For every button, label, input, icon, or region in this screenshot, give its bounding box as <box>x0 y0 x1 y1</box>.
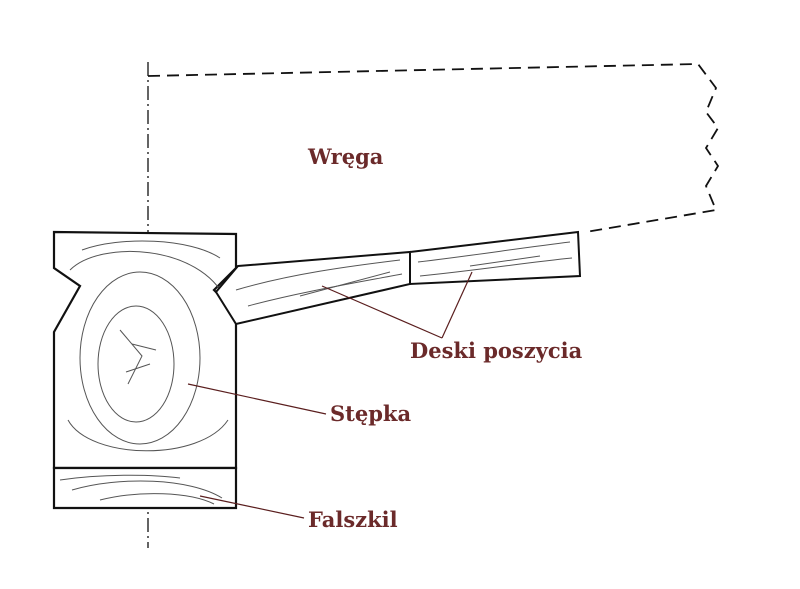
leader-planks-inner <box>321 285 443 339</box>
plank-inner-grain <box>235 259 403 307</box>
keel-wood-grain <box>67 240 229 452</box>
leader-planks-outer <box>441 271 473 339</box>
label-frame: Wręga <box>308 144 384 169</box>
plank-inner <box>214 250 411 326</box>
leader-false-keel <box>199 495 305 519</box>
leader-lines <box>187 271 473 519</box>
false-keel <box>52 466 238 510</box>
label-false-keel: Falszkil <box>308 507 398 532</box>
plank-outer <box>409 230 582 286</box>
plank-outer-grain <box>417 241 573 277</box>
label-keel: Stępka <box>330 401 412 426</box>
keel-block <box>52 230 238 470</box>
false-keel-wood-grain <box>59 474 223 505</box>
frame-outline <box>147 63 720 233</box>
label-planks: Deski poszycia <box>410 338 583 363</box>
leader-keel <box>187 383 327 415</box>
